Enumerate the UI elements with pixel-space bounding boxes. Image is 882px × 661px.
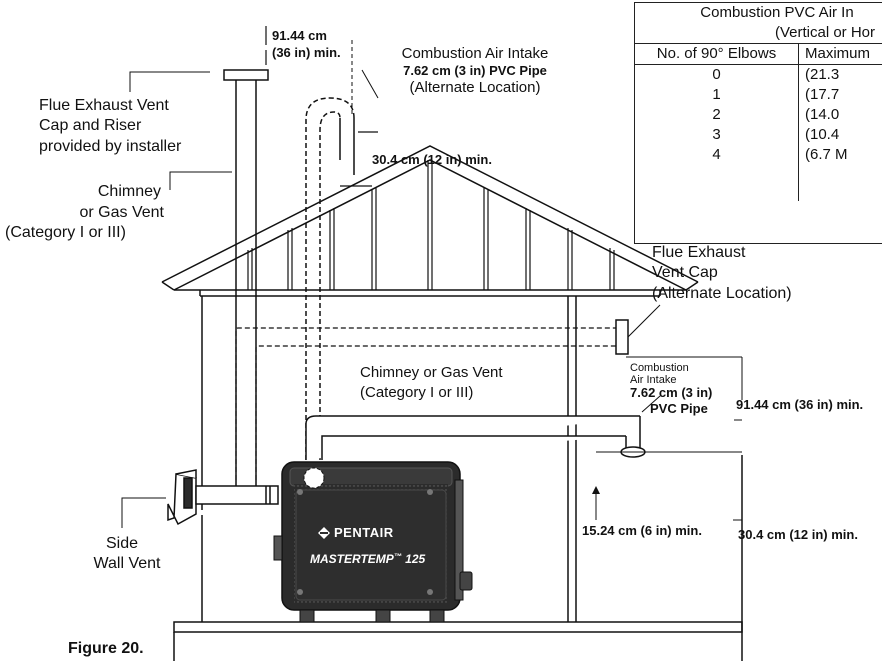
combustion-intake-pipe: 7.62 cm (3 in) PVC Pipe	[403, 63, 547, 78]
flue-alt-line2: Vent Cap	[652, 264, 718, 281]
table-cell: 4	[635, 145, 799, 165]
side-wall-line1: Side	[105, 535, 139, 552]
table-cell: (6.7 M	[805, 146, 848, 163]
right-clearance-36: 91.44 cm (36 in) min.	[736, 397, 864, 412]
side-intake-line4: PVC Pipe	[650, 401, 708, 416]
heater-model-number: 125	[405, 552, 426, 566]
alt-intake-route	[305, 97, 355, 460]
figure-caption: Figure 20.	[68, 640, 144, 657]
top-clearance-metric: 91.44 cm	[272, 28, 327, 43]
table-cell: (10.4	[805, 126, 840, 143]
intake-pipe	[305, 415, 646, 460]
table-cell: 1	[635, 85, 799, 105]
table-cell: (14.0	[805, 106, 840, 123]
inner-chimney-line1: Chimney or Gas Vent	[360, 364, 503, 381]
truss-webbing	[247, 160, 615, 290]
table-cell: (17.7	[805, 86, 840, 103]
heater-model: MASTERTEMP™ 125	[310, 552, 426, 566]
chimney-line2: or Gas Vent	[79, 204, 165, 221]
floor-clearance-6: 15.24 cm (6 in) min.	[582, 523, 702, 538]
combustion-intake-alt: (Alternate Location)	[409, 79, 541, 96]
inner-chimney-line2: (Category I or III)	[360, 384, 474, 401]
roof-truss	[161, 145, 699, 297]
table-header-elbows: No. of 90° Elbows	[635, 43, 799, 65]
side-intake-line2: Air Intake	[630, 374, 677, 386]
flue-cap-riser-line2: Cap and Riser	[39, 117, 142, 134]
leader-lines	[121, 71, 742, 528]
flue-alt-line3: (Alternate Location)	[652, 285, 792, 302]
side-wall-vent	[167, 469, 279, 526]
table-header-max: Maximum	[798, 43, 882, 65]
roof-clearance: 30.4 cm (12 in) min.	[372, 152, 492, 167]
heater-model-name: MASTERTEMP	[310, 552, 394, 566]
top-clearance-imperial: (36 in) min.	[272, 45, 341, 60]
alt-chimney-route	[235, 327, 616, 480]
chimney-pipe	[223, 69, 269, 500]
flue-cap-riser-line1: Flue Exhaust Vent	[39, 97, 169, 114]
side-intake-line1: Combustion	[630, 362, 689, 374]
side-intake-line3: 7.62 cm (3 in)	[630, 385, 713, 400]
flue-alt-cap	[615, 319, 629, 355]
chimney-line1: Chimney	[97, 183, 161, 200]
table-title-line1: Combustion PVC Air In	[700, 4, 854, 21]
table-row: 2 (14.0	[635, 105, 882, 125]
table-cell: 2	[635, 105, 799, 125]
combustion-intake-title: Combustion Air Intake	[401, 45, 549, 62]
table-row: 3 (10.4	[635, 125, 882, 145]
intake-elbow-top	[339, 118, 355, 175]
heater-brand: PENTAIR	[334, 525, 394, 540]
table-cell: 0	[635, 64, 799, 85]
intake-length-table: Combustion PVC Air In (Vertical or Hor N…	[634, 2, 882, 244]
flue-alt-line1: Flue Exhaust	[652, 244, 746, 261]
table-spacer	[635, 165, 799, 201]
heater-body	[273, 461, 473, 623]
chimney-line3: (Category I or III)	[5, 224, 126, 241]
table-cell: (21.3	[805, 66, 840, 83]
floor-clearance-12: 30.4 cm (12 in) min.	[738, 527, 858, 542]
table-row: 0 (21.3	[635, 64, 882, 85]
table-spacer	[799, 165, 882, 201]
table-row: 1 (17.7	[635, 85, 882, 105]
flue-cap-riser-line3: provided by installer	[39, 138, 182, 155]
floor-slab	[173, 455, 743, 661]
table-title-line2: (Vertical or Hor	[774, 24, 876, 41]
side-wall-line2: Wall Vent	[93, 555, 161, 572]
table-cell: 3	[635, 125, 799, 145]
table-row: 4 (6.7 M	[635, 145, 882, 165]
house-walls	[201, 296, 577, 622]
heater-model-tm: ™	[393, 552, 402, 561]
